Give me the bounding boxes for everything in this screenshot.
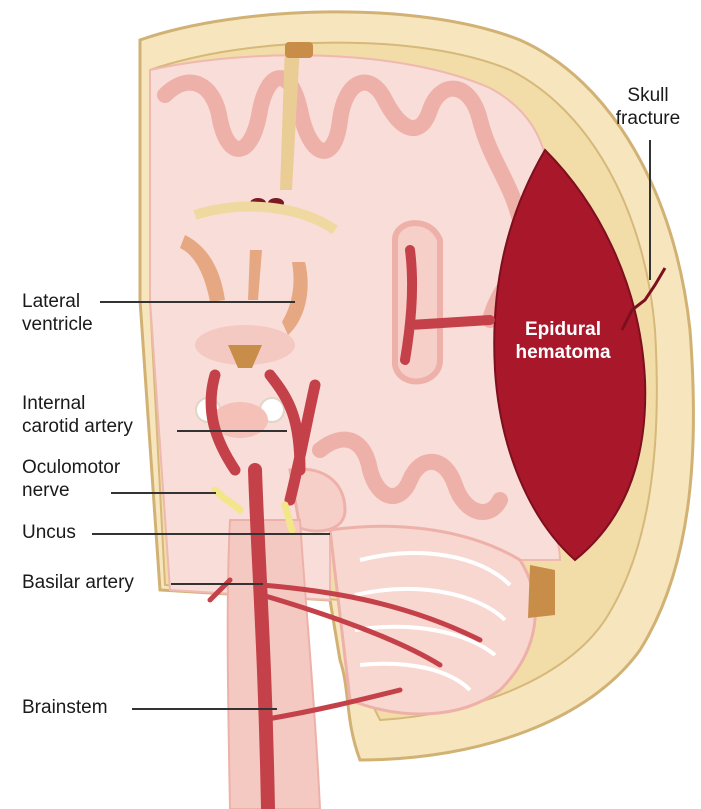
hematoma-line2: hematoma (498, 341, 628, 364)
leader-internal-carotid (177, 430, 287, 432)
hematoma-label: Epidural hematoma (498, 318, 628, 364)
skull-fracture-label: Skull fracture (610, 84, 686, 130)
internal-carotid-line2: carotid artery (22, 415, 133, 438)
oculomotor-label: Oculomotor nerve (22, 456, 120, 502)
leader-oculomotor (111, 492, 216, 494)
lateral-ventricle-line2: ventricle (22, 313, 93, 336)
sinus (285, 42, 313, 58)
skull-fracture-line2: fracture (610, 107, 686, 130)
oculomotor-line2: nerve (22, 479, 120, 502)
leader-basilar-artery (171, 583, 263, 585)
internal-carotid-label: Internal carotid artery (22, 392, 133, 438)
leader-brainstem (132, 708, 277, 710)
skull-fracture-line1: Skull (610, 84, 686, 107)
leader-skull-fracture (649, 140, 651, 280)
leader-lateral-ventricle (100, 301, 295, 303)
lateral-ventricle-label: Lateral ventricle (22, 290, 93, 336)
basilar-artery-label: Basilar artery (22, 571, 134, 594)
internal-carotid-line1: Internal (22, 392, 133, 415)
brainstem-label: Brainstem (22, 696, 108, 719)
transverse-sinus (528, 565, 555, 618)
uncus-label: Uncus (22, 521, 76, 544)
leader-uncus (92, 533, 330, 535)
oculomotor-line1: Oculomotor (22, 456, 120, 479)
hematoma-line1: Epidural (498, 318, 628, 341)
lateral-ventricle-line1: Lateral (22, 290, 93, 313)
